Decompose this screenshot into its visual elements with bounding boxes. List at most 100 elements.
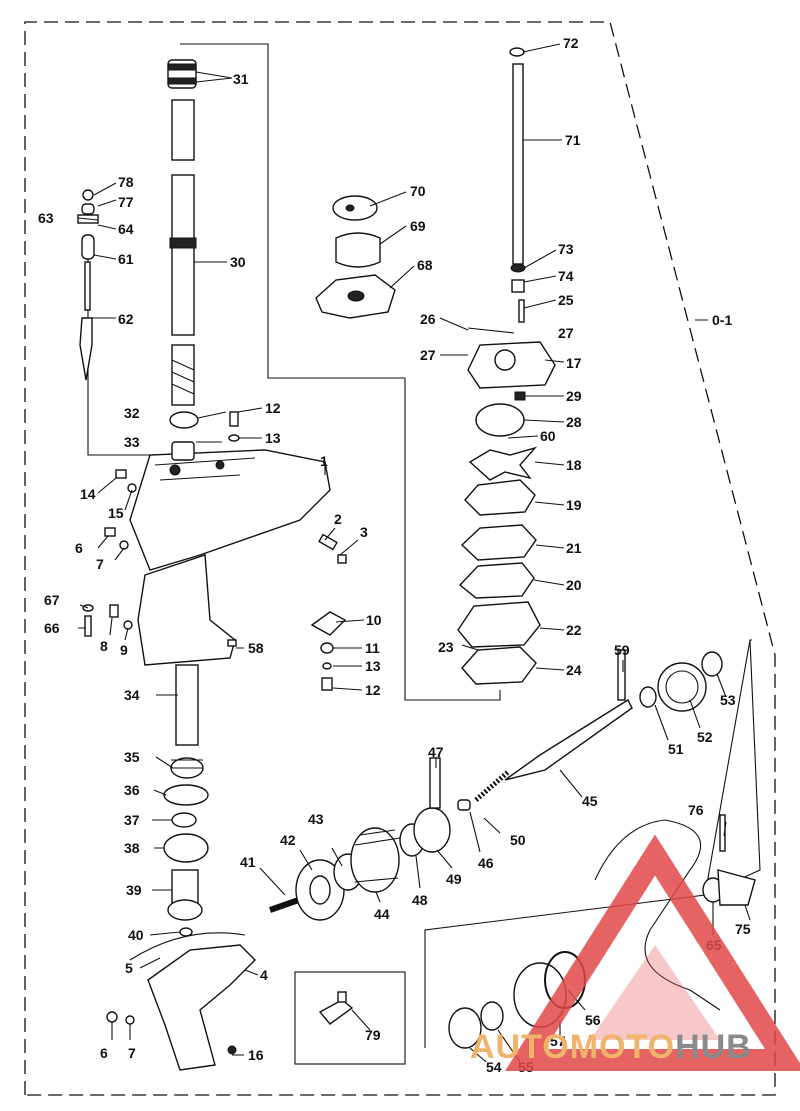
part-label: 11 [365, 640, 380, 656]
part-label: 29 [566, 388, 582, 404]
part-label: 34 [124, 687, 140, 703]
part-label: 79 [365, 1027, 381, 1043]
part-label: 25 [558, 292, 574, 308]
part-label: 41 [240, 854, 256, 870]
part-label: 2 [334, 511, 342, 527]
part-label: 52 [697, 729, 713, 745]
part-label: 36 [124, 782, 140, 798]
part-label: 48 [412, 892, 428, 908]
part-label: 73 [558, 241, 574, 257]
watermark-text-part1: AUTOMOTO [470, 1028, 676, 1066]
part-label: 37 [124, 812, 140, 828]
part-label: 20 [566, 577, 582, 593]
part-label: 17 [566, 355, 582, 371]
lower-shaft-parts [163, 664, 209, 937]
part-label: 49 [446, 871, 462, 887]
gear-bracket [424, 639, 752, 1048]
part-label: 50 [510, 832, 526, 848]
part-label: 46 [478, 855, 494, 871]
part-label: 27 [420, 347, 436, 363]
part-label: 75 [735, 921, 751, 937]
part-label: 70 [410, 183, 426, 199]
part-label: 72 [563, 35, 579, 51]
part-label: 56 [585, 1012, 601, 1028]
part-label: 40 [128, 927, 144, 943]
part-label: 47 [428, 744, 444, 760]
hardware-parts [82, 411, 347, 691]
part-label: 9 [120, 642, 128, 658]
part-label: 28 [566, 414, 582, 430]
part-label: 12 [365, 682, 381, 698]
part-label: 42 [280, 832, 296, 848]
part-label: 19 [566, 497, 582, 513]
part-label: 62 [118, 311, 134, 327]
section-label: 0-1 [712, 312, 732, 328]
part-label: 4 [260, 967, 268, 983]
part-label: 67 [44, 592, 60, 608]
part-label: 61 [118, 251, 134, 267]
part-label: 60 [540, 428, 556, 444]
part-label: 26 [420, 311, 436, 327]
part-label: 53 [720, 692, 736, 708]
part-label: 44 [374, 906, 390, 922]
part-labels: 72 31 71 78 77 63 64 30 70 61 69 73 68 7… [38, 35, 751, 1075]
part-label: 30 [230, 254, 246, 270]
gearcase-housing [129, 449, 331, 666]
part-label: 13 [365, 658, 381, 674]
part-label: 5 [125, 960, 133, 976]
part-label: 6 [75, 540, 83, 556]
part-label: 6 [100, 1045, 108, 1061]
part-label: 33 [124, 434, 140, 450]
part-label: 10 [366, 612, 382, 628]
part-label: 77 [118, 194, 134, 210]
part-label: 57 [550, 1033, 566, 1049]
part-label: 51 [668, 741, 684, 757]
part-label: 12 [265, 400, 281, 416]
inset-part-box [294, 971, 406, 1065]
part-label: 27 [558, 325, 574, 341]
part-label: 64 [118, 221, 134, 237]
shift-linkage [77, 189, 99, 381]
part-label: 31 [233, 71, 249, 87]
part-label: 58 [248, 640, 264, 656]
part-label: 32 [124, 405, 140, 421]
part-label: 3 [360, 524, 368, 540]
part-label: 8 [100, 638, 108, 654]
driveshaft-bracket [180, 43, 501, 701]
leader-lines [77, 43, 751, 1063]
part-label: 7 [128, 1045, 136, 1061]
part-label: 23 [438, 639, 454, 655]
part-label: 15 [108, 505, 124, 521]
part-label: 1 [320, 453, 328, 469]
water-pump-upper [315, 195, 396, 319]
watermark-text-part2: HUB [675, 1028, 752, 1066]
propeller-shaft-assembly [269, 649, 723, 921]
part-label: 69 [410, 218, 426, 234]
part-label: 68 [417, 257, 433, 273]
part-label: 22 [566, 622, 582, 638]
part-label: 21 [566, 540, 582, 556]
drive-shaft [167, 59, 197, 406]
part-label: 16 [248, 1047, 264, 1063]
part-label: 13 [265, 430, 281, 446]
part-label: 54 [486, 1059, 502, 1075]
shift-rod [509, 47, 526, 323]
water-pump-lower [457, 341, 556, 685]
part-label: 39 [126, 882, 142, 898]
part-label: 59 [614, 642, 630, 658]
watermark-logo-icon [504, 834, 800, 1071]
part-label: 76 [688, 802, 704, 818]
part-label: 35 [124, 749, 140, 765]
gear-bracket-right [704, 639, 761, 896]
part-label: 7 [96, 556, 104, 572]
part-label: 18 [566, 457, 582, 473]
part-label: 24 [566, 662, 582, 678]
watermark-text: AUTOMOTOHUB [470, 1028, 752, 1067]
part-label: 63 [38, 210, 54, 226]
assembly-boundary [24, 21, 776, 1096]
part-label: 74 [558, 268, 574, 284]
part-label: 78 [118, 174, 134, 190]
part-label: 14 [80, 486, 96, 502]
